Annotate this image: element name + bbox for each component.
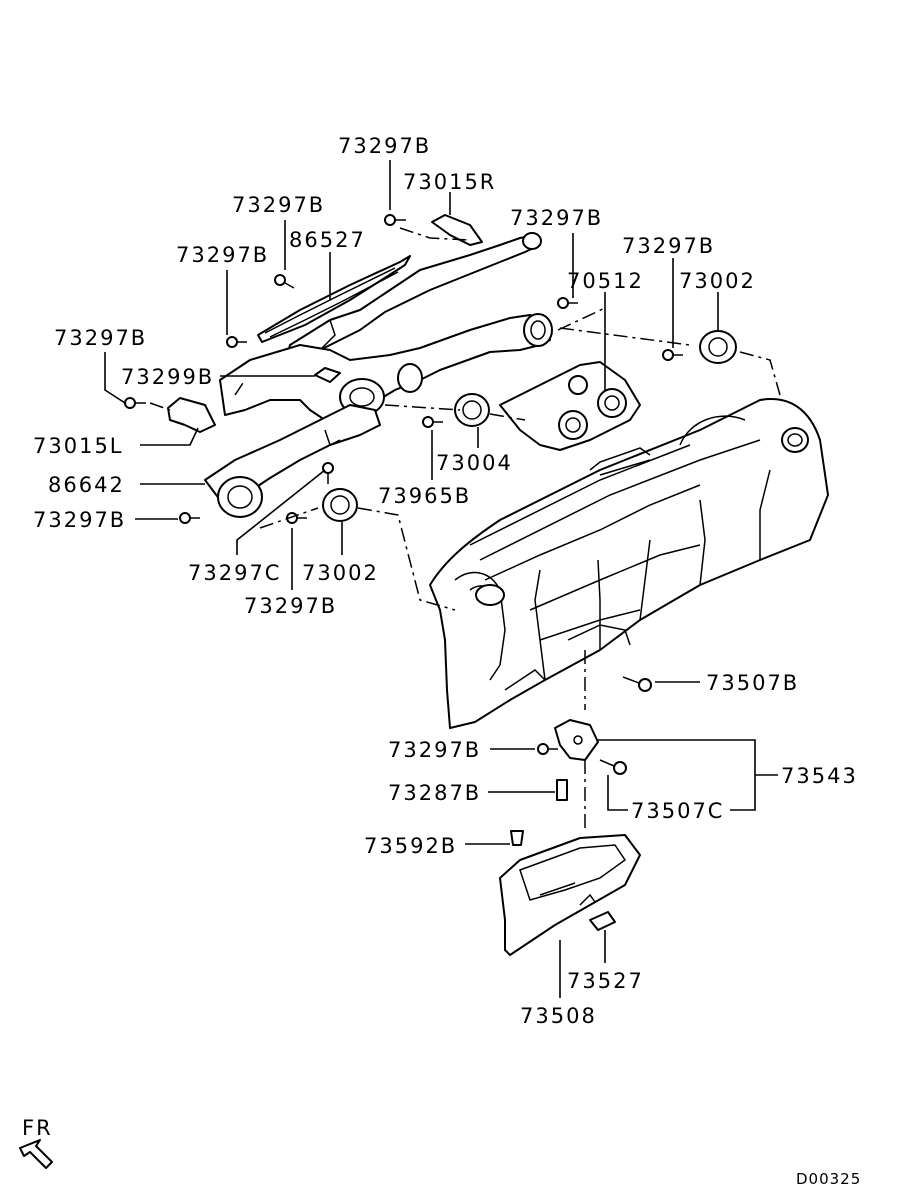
label-73507C: 73507C xyxy=(631,799,725,823)
label-86527: 86527 xyxy=(289,228,366,252)
label-73527: 73527 xyxy=(567,969,644,993)
label-73002-left: 73002 xyxy=(302,561,379,585)
label-73015R: 73015R xyxy=(403,170,497,194)
label-73508: 73508 xyxy=(520,1004,597,1028)
label-73297C: 73297C xyxy=(188,561,282,585)
label-73297B-upper-left: 73297B xyxy=(232,193,326,217)
side-duct-left xyxy=(204,404,381,518)
label-73965B: 73965B xyxy=(378,484,472,508)
defroster-duct-upper xyxy=(257,232,542,363)
reference-lines xyxy=(149,227,781,830)
leader-lines xyxy=(104,160,778,998)
bracket-73015R xyxy=(431,214,483,246)
center-bezel xyxy=(499,361,641,451)
center-duct xyxy=(219,313,553,421)
instrument-panel xyxy=(429,398,829,729)
label-73543: 73543 xyxy=(781,764,858,788)
label-73297B-lower-left: 73297B xyxy=(33,508,127,532)
hinge-bracket-73543 xyxy=(554,719,599,761)
latch-73527 xyxy=(589,911,616,931)
direction-label-fr: FR xyxy=(22,1116,53,1140)
glove-box-73508 xyxy=(499,834,641,956)
vent-73004 xyxy=(454,393,490,427)
label-73297B-far-left: 73297B xyxy=(54,326,148,350)
drawing-code: D00325 xyxy=(796,1170,862,1188)
vent-73002-right xyxy=(699,330,737,364)
label-73015L: 73015L xyxy=(33,434,124,458)
label-73297B-top: 73297B xyxy=(338,134,432,158)
label-73297B-bottom: 73297B xyxy=(244,594,338,618)
label-73297B-right: 73297B xyxy=(622,234,716,258)
label-73592B: 73592B xyxy=(364,834,458,858)
label-73297B-left: 73297B xyxy=(176,243,270,267)
clip-73299B xyxy=(314,367,341,383)
label-73297B-center: 73297B xyxy=(510,206,604,230)
front-direction-arrow-icon xyxy=(19,1139,53,1169)
label-73004: 73004 xyxy=(436,451,513,475)
label-73299B: 73299B xyxy=(121,365,215,389)
label-73507B: 73507B xyxy=(706,671,800,695)
label-73002-right: 73002 xyxy=(679,269,756,293)
vent-73002-left xyxy=(322,488,358,522)
label-73287B: 73287B xyxy=(388,781,482,805)
fasteners xyxy=(124,214,683,846)
label-86642: 86642 xyxy=(48,473,125,497)
label-70512: 70512 xyxy=(567,269,644,293)
bracket-73015L xyxy=(167,397,216,433)
label-73297B-glovebox: 73297B xyxy=(388,738,482,762)
